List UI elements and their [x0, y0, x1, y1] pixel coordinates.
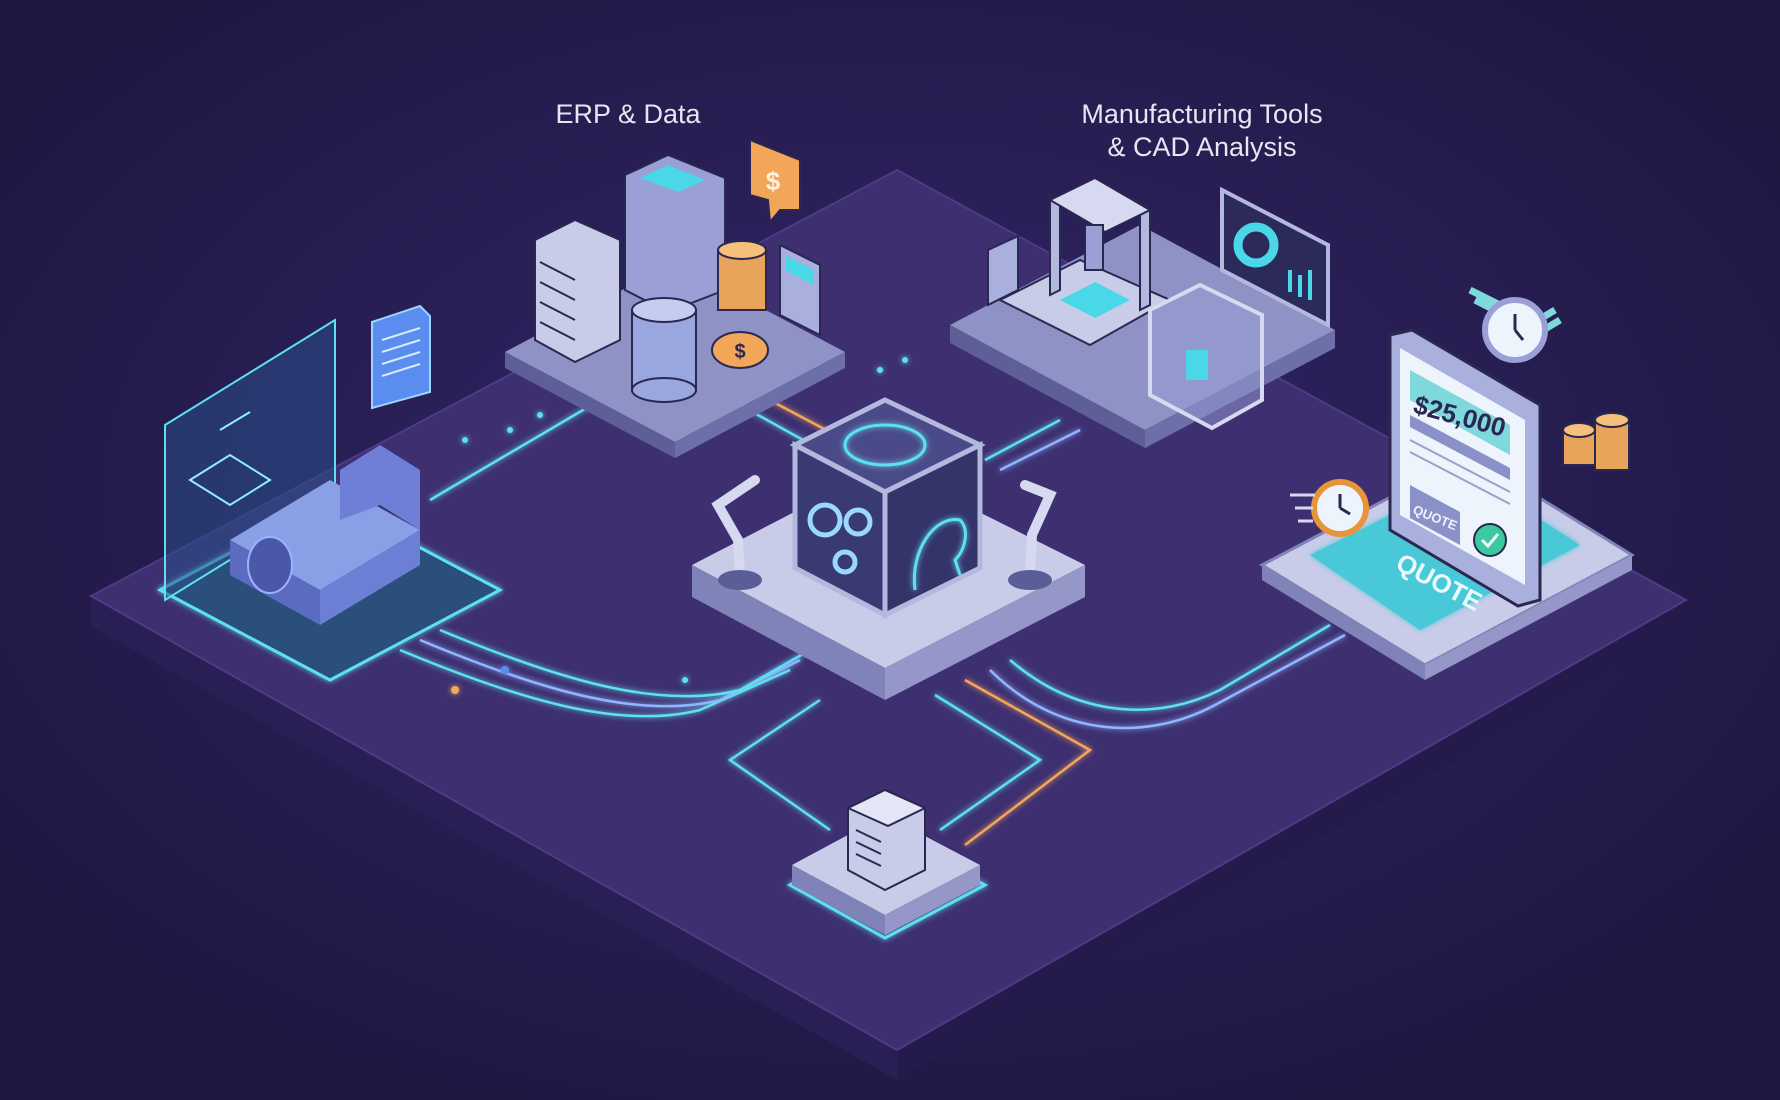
- manufacturing-label-line2: & CAD Analysis: [1107, 132, 1297, 162]
- flow-line-cad-to-core-2: [419, 638, 801, 708]
- brain-icon: [843, 423, 927, 467]
- manufacturing-module: [950, 176, 1335, 448]
- document-icon: [371, 304, 431, 410]
- calculator-icon: [779, 243, 821, 337]
- gears-icon: [807, 502, 873, 575]
- manufacturing-label-line1: Manufacturing Tools: [1081, 99, 1323, 129]
- server-box-icon: [845, 788, 928, 892]
- ai-core-module: [692, 397, 1085, 700]
- dollar-coin-icon: $: [711, 331, 769, 369]
- flow-line-core-to-server: [934, 693, 1043, 832]
- flow-line-core-to-server-left: [727, 698, 831, 832]
- flow-line-core-to-server-orange: [964, 678, 1093, 846]
- flow-line-core-to-quote: [1009, 623, 1331, 711]
- quote-phone: $25,000 QUOTE: [1388, 328, 1542, 608]
- flow-line-cad-to-core-3: [439, 628, 811, 698]
- robot-arm-left-icon: [711, 475, 760, 580]
- stopwatch-icon: [1290, 479, 1369, 537]
- dollar-speech-bubble-icon: $: [749, 138, 801, 225]
- cad-module: [156, 304, 504, 682]
- winged-clock-icon: [1468, 286, 1562, 363]
- cnc-machine-icon: [987, 176, 1173, 347]
- head-brain-icon: [912, 518, 967, 591]
- server-rack-icon: [534, 153, 726, 364]
- quote-button[interactable]: [1410, 485, 1460, 545]
- dollar-coin-symbol: $: [734, 341, 745, 363]
- coin-stack-icon: [717, 240, 767, 311]
- quote-module: QUOTE $25,000 QUOTE: [1258, 286, 1636, 680]
- flow-line-mfg-to-core-2: [999, 428, 1081, 472]
- cad-part-model: [230, 445, 420, 625]
- database-icon: [631, 297, 697, 403]
- server-module: [786, 788, 989, 940]
- flow-line-cad-to-core: [399, 648, 791, 718]
- flow-line-core-to-quote-2: [989, 633, 1346, 730]
- dollar-bubble-symbol: $: [766, 166, 781, 196]
- ai-cube: [789, 397, 986, 620]
- erp-module: $ $: [505, 138, 845, 458]
- coins-stack-icon: [1562, 412, 1630, 471]
- flow-line-cad-upper: [429, 398, 601, 502]
- erp-data-label: ERP & Data: [555, 99, 701, 129]
- manufacturing-label: Manufacturing Tools & CAD Analysis: [1032, 98, 1372, 164]
- data-particles: [451, 357, 908, 694]
- analytics-monitor-icon: [1220, 186, 1330, 329]
- flow-line-mfg-to-core: [984, 418, 1061, 462]
- robot-arm-right-icon: [1020, 480, 1057, 580]
- checkmark-icon: [1473, 523, 1507, 557]
- 3d-printer-icon: [1148, 282, 1264, 431]
